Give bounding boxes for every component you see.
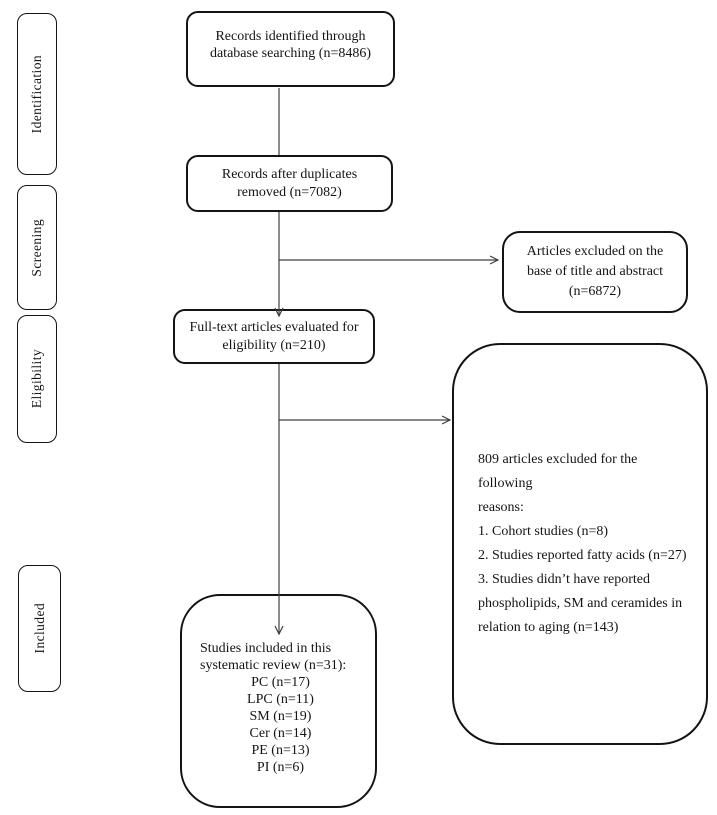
box-text-line: phospholipids, SM and ceramides in <box>478 596 683 611</box>
box-text-line: database searching (n=8486) <box>209 46 372 61</box>
box-text-line: (n=6872) <box>568 284 622 299</box>
box-text-line: PC (n=17) <box>251 675 310 690</box>
box-text-line: SM (n=19) <box>249 709 312 724</box>
box-text-line: Records after duplicates <box>221 167 358 183</box>
box-text-line: Studies included in this <box>200 641 332 656</box>
stage-label-included: Included <box>31 603 47 654</box>
box-text-line: base of title and abstract <box>526 264 664 279</box>
box-text-line: Articles excluded on the <box>526 244 664 259</box>
stage-label-eligibility: Eligibility <box>29 349 44 409</box>
stage-box-included: Included <box>18 565 61 692</box>
box-text-line: 1. Cohort studies (n=8) <box>478 524 608 539</box>
box-fulltext-evaluated: Full-text articles evaluated for eligibi… <box>173 309 375 364</box>
box-text-line: PI (n=6) <box>256 760 305 775</box>
box-text-line: 809 articles excluded for the following <box>478 452 638 491</box>
box-studies-included: Studies included in this systematic revi… <box>180 594 377 808</box>
box-text-line: Records identified through <box>215 28 366 44</box>
box-text-line: reasons: <box>478 500 524 515</box>
stage-box-identification: Identification <box>17 13 57 175</box>
box-fulltext-excluded-reasons: 809 articles excluded for the following … <box>452 343 708 745</box>
box-text-line: removed (n=7082) <box>237 184 342 200</box>
box-text-line: 3. Studies didn’t have reported <box>478 572 650 587</box>
box-text-line: Cer (n=14) <box>249 726 312 741</box>
box-text-line: Full-text articles evaluated for <box>189 320 359 336</box>
stage-box-eligibility: Eligibility <box>17 315 57 443</box>
box-records-identified: Records identified through database sear… <box>186 11 395 87</box>
box-duplicates-removed: Records after duplicates removed (n=7082… <box>186 155 393 212</box>
box-text-line: 2. Studies reported fatty acids (n=27) <box>478 548 687 563</box>
box-text-line: systematic review (n=31): <box>200 658 347 673</box>
stage-box-screening: Screening <box>17 185 57 310</box>
stage-label-screening: Screening <box>29 218 44 277</box>
stage-label-identification: Identification <box>29 54 44 134</box>
box-text-line: PE (n=13) <box>251 743 310 758</box>
box-title-abstract-excluded: Articles excluded on the base of title a… <box>502 231 688 313</box>
box-text-line: LPC (n=11) <box>247 692 314 707</box>
box-text-line: eligibility (n=210) <box>222 337 326 353</box>
box-text-line: relation to aging (n=143) <box>478 620 619 635</box>
